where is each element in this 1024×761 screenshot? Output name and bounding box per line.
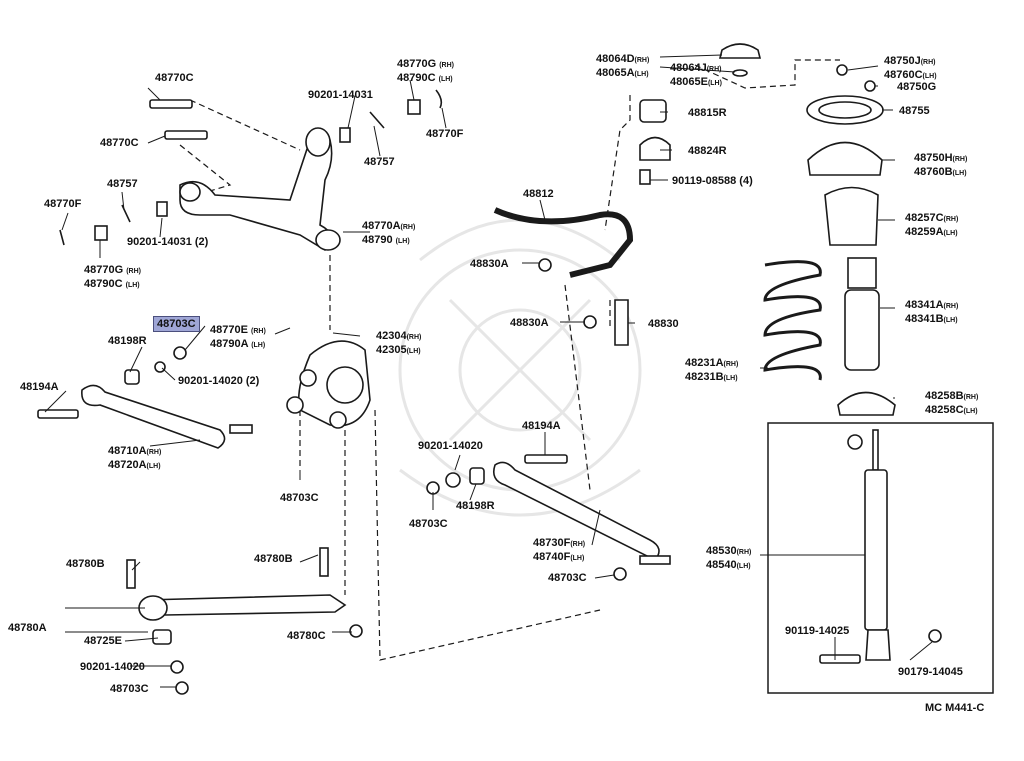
label-48770C-top: 48770C (155, 72, 194, 84)
label-48194A-mid: 48194A (522, 420, 561, 432)
label-48064D-48065A: 48064D(RH) 48065A(LH) (596, 53, 650, 79)
label-48703C-bl: 48703C (110, 683, 149, 695)
label-48194A-left: 48194A (20, 381, 59, 393)
label-48703C-highlighted[interactable]: 48703C (153, 316, 200, 332)
label-48780C: 48780C (287, 630, 326, 642)
label-48703C-right: 48703C (548, 572, 587, 584)
label-48830A-top: 48830A (470, 258, 509, 270)
label-48757-left: 48757 (107, 178, 138, 190)
label-90119-14025: 90119-14025 (785, 625, 850, 637)
label-48750G: 48750G (897, 81, 937, 93)
label-90201-14020-bl: 90201-14020 (80, 661, 145, 673)
label-42304-42305: 42304(RH) 42305(LH) (376, 330, 422, 356)
label-48770E-48790A: 48770E (RH) 48790A (LH) (210, 324, 266, 350)
label-48770F-top: 48770F (426, 128, 464, 140)
label-48757-top: 48757 (364, 156, 395, 168)
lower-arm-48710A (37, 346, 253, 449)
upper-control-arm (59, 89, 443, 252)
label-48198R-center: 48198R (456, 500, 495, 512)
label-90179-14045: 90179-14045 (898, 666, 963, 678)
label-48770G-48790C-top: 48770G (RH) 48790C (LH) (397, 58, 454, 84)
label-90201-14031-2: 90201-14031 (2) (127, 236, 209, 248)
label-48770C-mid: 48770C (100, 137, 139, 149)
leader-lines (44, 54, 933, 688)
label-48830A-mid: 48830A (510, 317, 549, 329)
stabilizer-bar (493, 99, 671, 346)
label-48231A-48231B: 48231A(RH) 48231B(LH) (685, 357, 739, 383)
label-48341A-48341B: 48341A(RH) 48341B(LH) (905, 299, 959, 325)
label-48824R: 48824R (688, 145, 727, 157)
label-90201-14020-mid: 90201-14020 (418, 440, 483, 452)
label-48780A: 48780A (8, 622, 47, 634)
label-90119-08588: 90119-08588 (4) (672, 175, 753, 187)
diagram-code: MC M441-C (925, 702, 985, 714)
spring-and-shock (718, 43, 994, 694)
label-48750J-48760C: 48750J(RH) 48760C(LH) (884, 55, 937, 81)
rear-knuckle (286, 340, 371, 429)
label-48703C-mid: 48703C (280, 492, 319, 504)
label-90201-14031-top: 90201-14031 (308, 89, 373, 101)
label-90201-14020-2: 90201-14020 (2) (178, 375, 260, 387)
label-48258B-48258C: 48258B(RH) 48258C(LH) (925, 390, 979, 416)
label-48710A-48720A: 48710A(RH) 48720A(LH) (108, 445, 162, 471)
label-48198R-left: 48198R (108, 335, 147, 347)
label-48257C-48259A: 48257C(RH) 48259A(LH) (905, 212, 959, 238)
label-48815R: 48815R (688, 107, 727, 119)
label-48725E: 48725E (84, 635, 122, 647)
label-48770G-48790C-left: 48770G (RH) 48790C (LH) (84, 264, 141, 290)
label-48780B-mid: 48780B (254, 553, 293, 565)
label-48812: 48812 (523, 188, 554, 200)
dashed-guide-lines (179, 59, 840, 661)
label-48064J-48065E: 48064J(RH) 48065E(LH) (670, 62, 722, 88)
trailing-arm-48730F (426, 454, 671, 581)
lower-arm-48780A (126, 547, 363, 695)
label-48530-48540: 48530(RH) 48540(LH) (706, 545, 752, 571)
label-48830: 48830 (648, 318, 679, 330)
label-48770A-48790: 48770A(RH) 48790 (LH) (362, 220, 416, 246)
label-48770F-left: 48770F (44, 198, 82, 210)
label-48703C-center: 48703C (409, 518, 448, 530)
label-48750H-48760B: 48750H(RH) 48760B(LH) (914, 152, 968, 178)
label-48780B-left: 48780B (66, 558, 105, 570)
label-48755: 48755 (899, 105, 930, 117)
label-48730F-48740F: 48730F(RH) 48740F(LH) (533, 537, 586, 563)
